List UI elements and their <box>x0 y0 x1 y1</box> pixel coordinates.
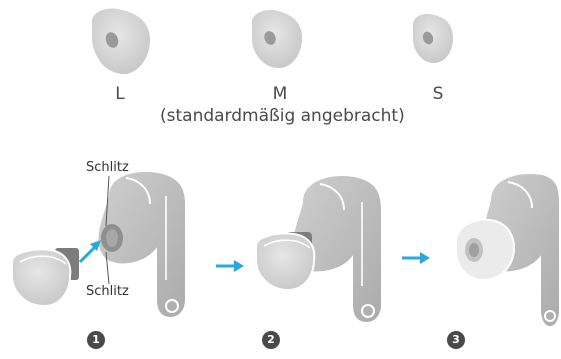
step3-earbud <box>455 172 561 329</box>
step-badge-3: 3 <box>447 331 465 349</box>
step2-earbud <box>255 174 383 325</box>
slot-leader-top <box>105 175 110 227</box>
size-label-small: S <box>432 84 444 104</box>
arrow-right-icon <box>402 252 430 264</box>
slot-label-top: Schlitz <box>86 160 129 175</box>
step-badge-1: 1 <box>87 331 105 349</box>
step-badge-2: 2 <box>262 331 280 349</box>
insert-arrow-icon <box>78 240 101 264</box>
step1-ear-tip <box>11 248 79 308</box>
ear-tip-large <box>92 8 150 74</box>
arrow-right-icon <box>216 260 244 272</box>
ear-tip-small <box>413 13 453 64</box>
step1-earbud <box>96 169 187 320</box>
default-size-note: (standardmäßig angebracht) <box>160 106 405 126</box>
ear-tip-medium <box>252 10 302 68</box>
slot-leader-bottom <box>105 251 110 285</box>
slot-label-bottom: Schlitz <box>86 284 129 299</box>
size-label-medium: M <box>272 84 288 104</box>
size-label-large: L <box>115 84 125 104</box>
